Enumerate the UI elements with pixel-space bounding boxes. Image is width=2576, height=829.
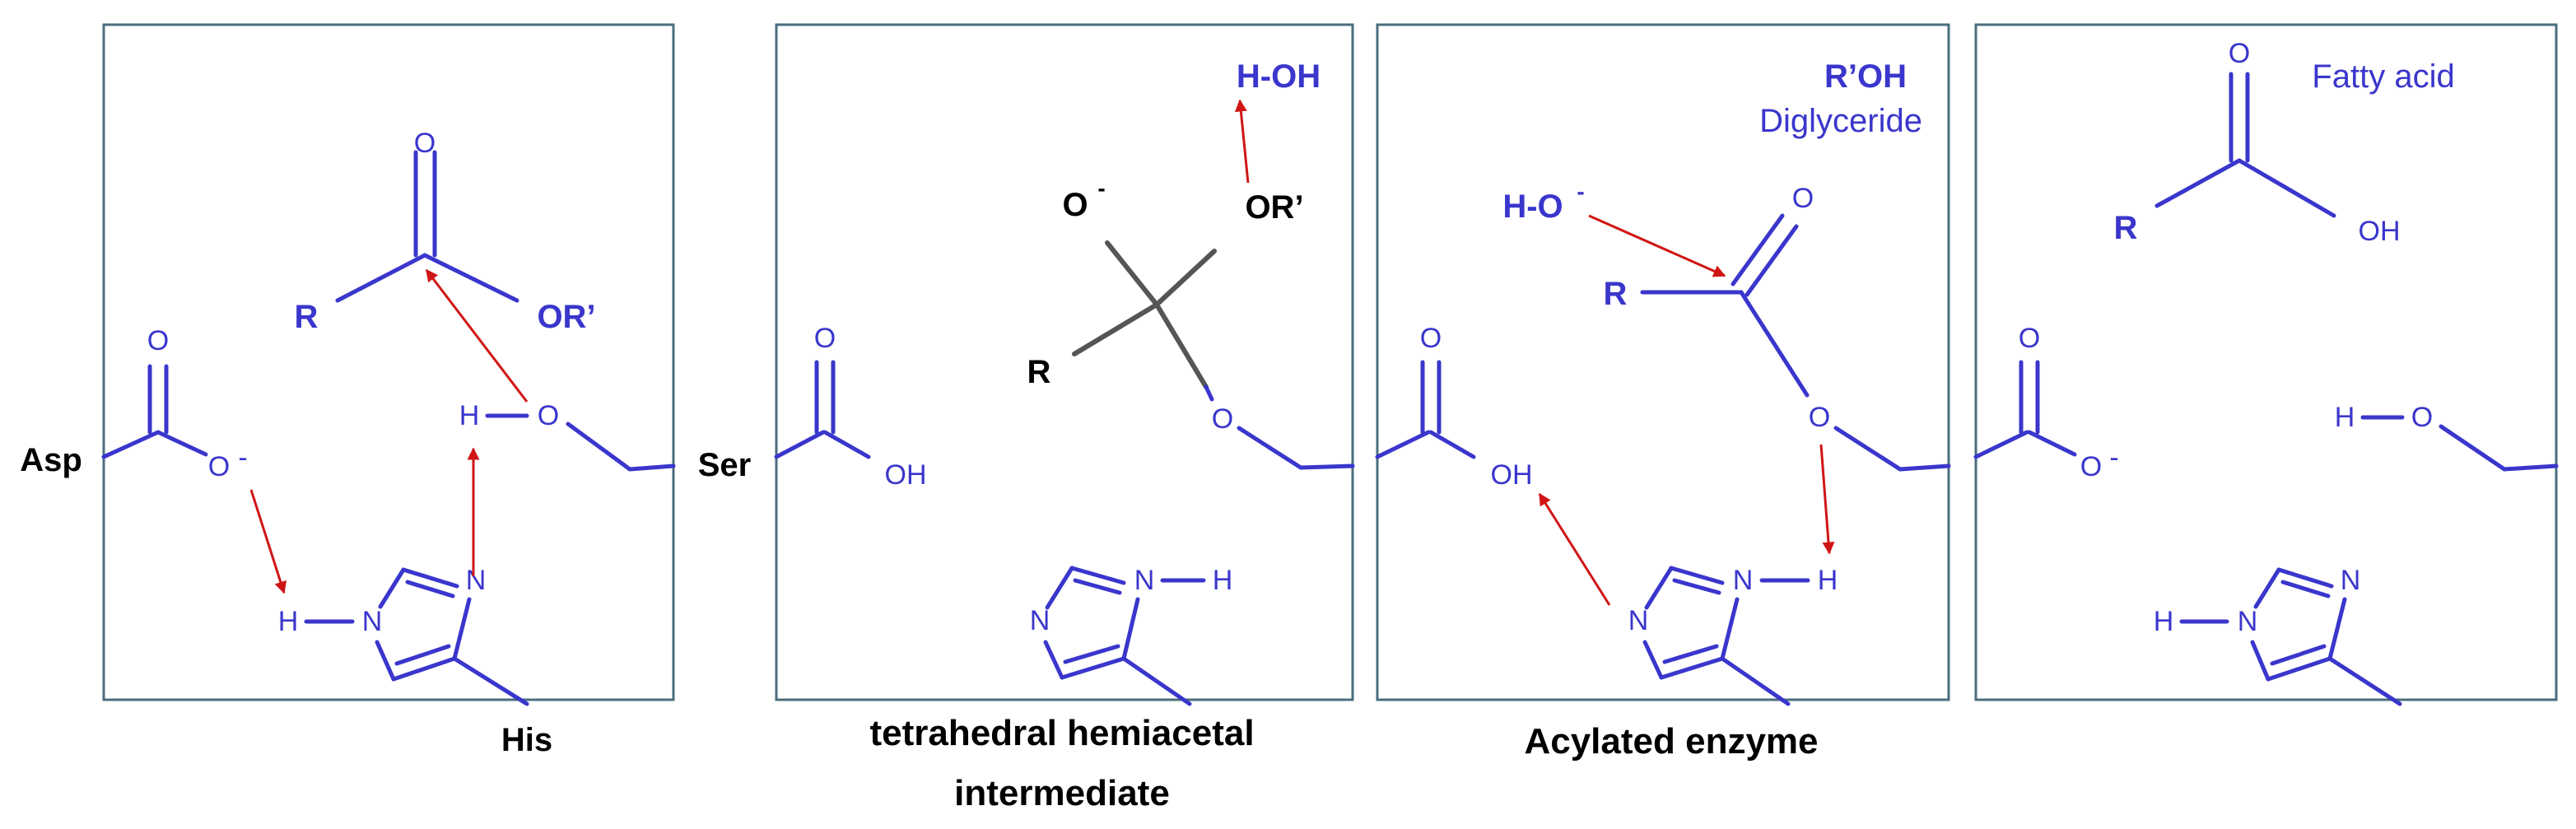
arrow-his-to-asp [1538,492,1611,606]
tetrahedral-carbon: O - OR’ R O [1027,175,1355,470]
ser-oxygen-label: O [2411,402,2433,433]
aspartic-acid-residue: O OH [1375,323,1533,491]
arrow-asp-to-his [249,489,287,594]
asp-carbonyl-oxygen-label: O [2019,323,2040,354]
arrow-ser-to-carbonyl [425,268,529,403]
asp-carbonyl-oxygen-label: O [1420,323,1442,354]
hydroxide-label: H-O [1502,189,1563,225]
asp-minus-label: - [2109,442,2118,473]
histidine-residue: H N N [278,565,529,706]
water-label: H-OH [1237,58,1321,95]
asp-carbonyl-oxygen-label: O [147,325,169,356]
asp-residue-label: Asp [20,442,82,478]
aspartate-residue: O O - [101,325,248,482]
ester-substrate: O R OR’ [295,128,596,335]
fatty-acid-carbonyl-oxygen-label: O [2229,38,2250,69]
oxyanion-label: O [1062,187,1088,223]
ser-residue-label: Ser [698,447,752,483]
r-oh-label: R’OH [1824,58,1907,95]
his-n3-label: N [1733,565,1754,596]
arrow-water-to-or [1234,99,1250,184]
diglyceride-label: Diglyceride [1759,103,1922,139]
arrow-ser-to-his-h [1819,444,1835,555]
panel-2-tetrahedral-intermediate: O OH O - OR’ R O H-OH N N [774,23,1355,706]
panel-3-frame [1376,23,1950,701]
r-group-label: R [1604,276,1628,312]
asp-oh-label: OH [1491,459,1533,491]
asp-carboxylate-oxygen-label: O [2080,451,2102,482]
asp-minus-label: - [238,442,247,473]
aspartic-acid-residue: O OH [774,323,927,491]
histidine-residue: N N H [1628,565,1838,706]
ser-oxygen-label: O [538,400,559,431]
hydroxide-charge-label: - [1577,179,1584,204]
fatty-acid-oh-label: OH [2359,216,2401,247]
fatty-acid-product: O R OH Fatty acid [2114,38,2455,247]
asp-carbonyl-oxygen-label: O [814,323,836,354]
caption-acylated-enzyme: Acylated enzyme [1524,721,1818,761]
ser-hydroxyl-h-label: H [2335,402,2355,433]
panel-4-frame [1974,23,2558,701]
caption-tetrahedral-line2: intermediate [954,773,1170,813]
panel-1-michaelis-complex: O R OR’ H O O O - H N [101,23,676,706]
r-group-label: R [295,299,319,335]
histidine-protonated: N N H [1030,565,1233,706]
oxyanion-charge-label: - [1097,175,1105,201]
his-n3-label: N [2341,565,2361,596]
his-residue-label: His [501,722,552,758]
his-n1-label: N [362,606,383,637]
r-group-label: R [2114,210,2138,246]
panel-4-regenerated-enzyme: O R OH Fatty acid O O - H O [1973,23,2559,706]
acyl-group: O R O [1604,183,1951,472]
caption-tetrahedral-line1: tetrahedral hemiacetal [869,713,1254,753]
panel-2-frame [775,23,1354,701]
his-nh-h-label: H [1213,565,1233,596]
his-n1-label: N [1030,605,1050,636]
his-n1-label: N [1628,605,1649,636]
asp-oh-label: OH [885,459,927,491]
acyl-carbonyl-oxygen-label: O [1792,183,1814,214]
his-n3-label: N [1134,565,1155,596]
r-group-label: R [1027,354,1051,390]
aspartate-residue: O O - [1973,323,2119,482]
panel-1-frame [102,23,675,701]
ser-oxygen-label: O [1212,403,1233,435]
fatty-acid-label: Fatty acid [2312,58,2454,95]
serine-residue: H O [459,400,676,472]
histidine-residue: H N N [2154,565,2402,706]
carbonyl-oxygen-label: O [414,128,436,159]
his-nh-h-label: H [1818,565,1838,596]
ser-oxygen-label: O [1809,402,1830,433]
his-nh-h-label: H [278,606,299,637]
asp-carboxylate-oxygen-label: O [208,451,230,482]
arrow-hydroxide-to-carbonyl [1588,214,1726,277]
his-n1-label: N [2238,606,2258,637]
serine-residue: H O [2335,402,2559,472]
or-prime-label: OR’ [1245,189,1303,226]
his-nh-h-label: H [2154,606,2174,637]
or-prime-label: OR’ [537,299,595,335]
panel-3-acylated-enzyme: R’OH Diglyceride H-O - O R O O OH [1375,23,1951,706]
ser-hydroxyl-h-label: H [459,400,480,431]
his-n3-label: N [466,565,487,596]
